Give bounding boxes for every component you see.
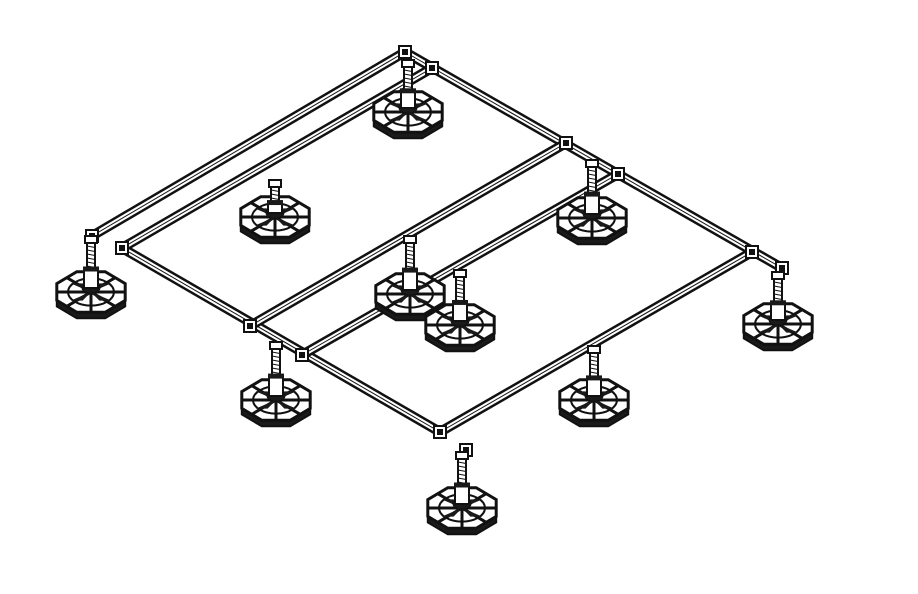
rail-front [437, 247, 755, 437]
pedestal-support [556, 159, 628, 246]
pedestal-support [424, 269, 496, 353]
pedestal-support [742, 271, 814, 352]
rail-connector [243, 319, 257, 333]
rail-connector [295, 348, 309, 362]
rail-back-left [89, 47, 408, 241]
pedestal-support [55, 235, 127, 320]
pedestal-support [372, 59, 444, 140]
pedestal-support [239, 179, 311, 245]
rail-connector [433, 425, 447, 439]
rail-connector [611, 167, 625, 181]
pedestal-support [240, 341, 312, 428]
rail-layer [89, 47, 785, 437]
pedestal-support [558, 345, 630, 428]
rail-connector [115, 241, 129, 255]
rail-left-outer [119, 243, 443, 437]
rail-connector [398, 45, 412, 59]
pedestal-layer [55, 59, 814, 536]
connector-layer [85, 45, 789, 457]
rail-mid-1 [247, 138, 569, 331]
rail-connector [559, 136, 573, 150]
rail-connector [425, 61, 439, 75]
pedestal-support [374, 235, 446, 322]
rail-connector [745, 245, 759, 259]
pedestal-support [426, 451, 498, 536]
